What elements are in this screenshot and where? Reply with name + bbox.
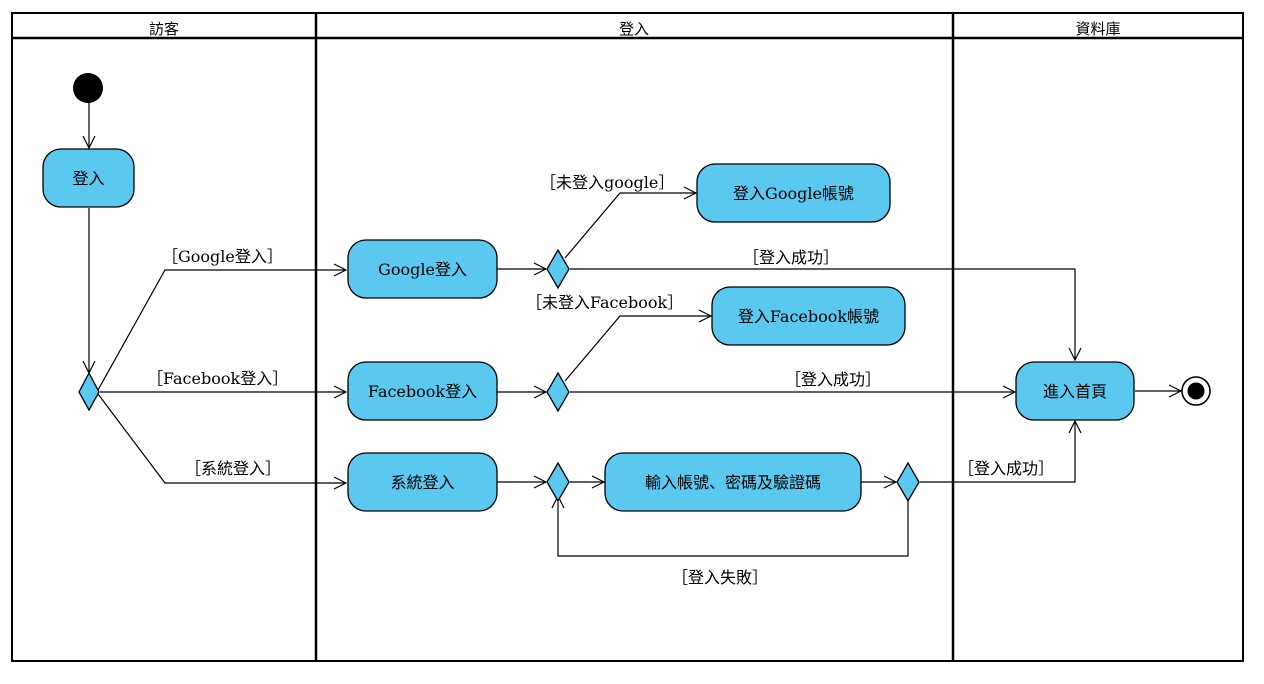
node-login-google-account-label: 登入Google帳號 — [733, 184, 854, 203]
guard-system: ［系統登入］ — [185, 459, 281, 478]
final-node — [1181, 376, 1211, 406]
guard-success-google: ［登入成功］ — [743, 248, 839, 267]
decision-system — [546, 461, 570, 503]
guard-success-facebook: ［登入成功］ — [785, 370, 881, 389]
decision-facebook — [546, 371, 570, 413]
guard-success-system: ［登入成功］ — [958, 459, 1054, 478]
edge-gdiamond-to-homepage — [570, 268, 1075, 360]
node-enter-homepage-label: 進入首頁 — [1043, 382, 1107, 401]
node-login-facebook-account[interactable]: 登入Facebook帳號 — [711, 286, 906, 346]
node-facebook-login[interactable]: Facebook登入 — [347, 361, 498, 421]
node-login-google-account[interactable]: 登入Google帳號 — [696, 163, 891, 223]
guard-google: ［Google登入］ — [162, 247, 283, 266]
node-login-facebook-account-label: 登入Facebook帳號 — [738, 307, 879, 326]
lane-header-visitor: 訪客 — [149, 20, 179, 38]
node-google-login-label: Google登入 — [378, 260, 467, 279]
decision-login-method — [78, 371, 100, 412]
guard-not-logged-google: ［未登入google］ — [540, 173, 674, 192]
edge-diamond2-to-homepage — [920, 421, 1075, 483]
edges — [89, 102, 1181, 557]
lane-header-login: 登入 — [619, 20, 649, 38]
node-login-label: 登入 — [72, 169, 104, 188]
node-enter-credentials-label: 輸入帳號、密碼及驗證碼 — [645, 473, 821, 492]
node-enter-credentials[interactable]: 輸入帳號、密碼及驗證碼 — [604, 452, 862, 512]
edge-gdiamond-to-google-account — [564, 193, 696, 259]
node-system-login-label: 系統登入 — [390, 473, 454, 492]
node-system-login[interactable]: 系統登入 — [347, 452, 498, 512]
decision-google — [546, 248, 570, 290]
initial-node — [73, 73, 103, 103]
node-login[interactable]: 登入 — [42, 148, 135, 208]
decision-credentials — [896, 461, 920, 503]
guard-failure: ［登入失敗］ — [672, 568, 768, 587]
lane-header-database: 資料庫 — [1075, 20, 1120, 38]
edge-decision-to-google — [97, 270, 346, 391]
edge-failure-loop — [558, 494, 909, 557]
guard-facebook: ［Facebook登入］ — [147, 369, 288, 388]
node-enter-homepage[interactable]: 進入首頁 — [1015, 361, 1135, 421]
edge-decision-to-system — [97, 393, 346, 483]
node-facebook-login-label: Facebook登入 — [368, 382, 477, 401]
node-google-login[interactable]: Google登入 — [347, 239, 498, 299]
guard-not-logged-facebook: ［未登入Facebook］ — [526, 293, 683, 312]
swimlane-frame — [11, 12, 1244, 662]
edge-fdiamond-to-facebook-account — [564, 316, 711, 382]
